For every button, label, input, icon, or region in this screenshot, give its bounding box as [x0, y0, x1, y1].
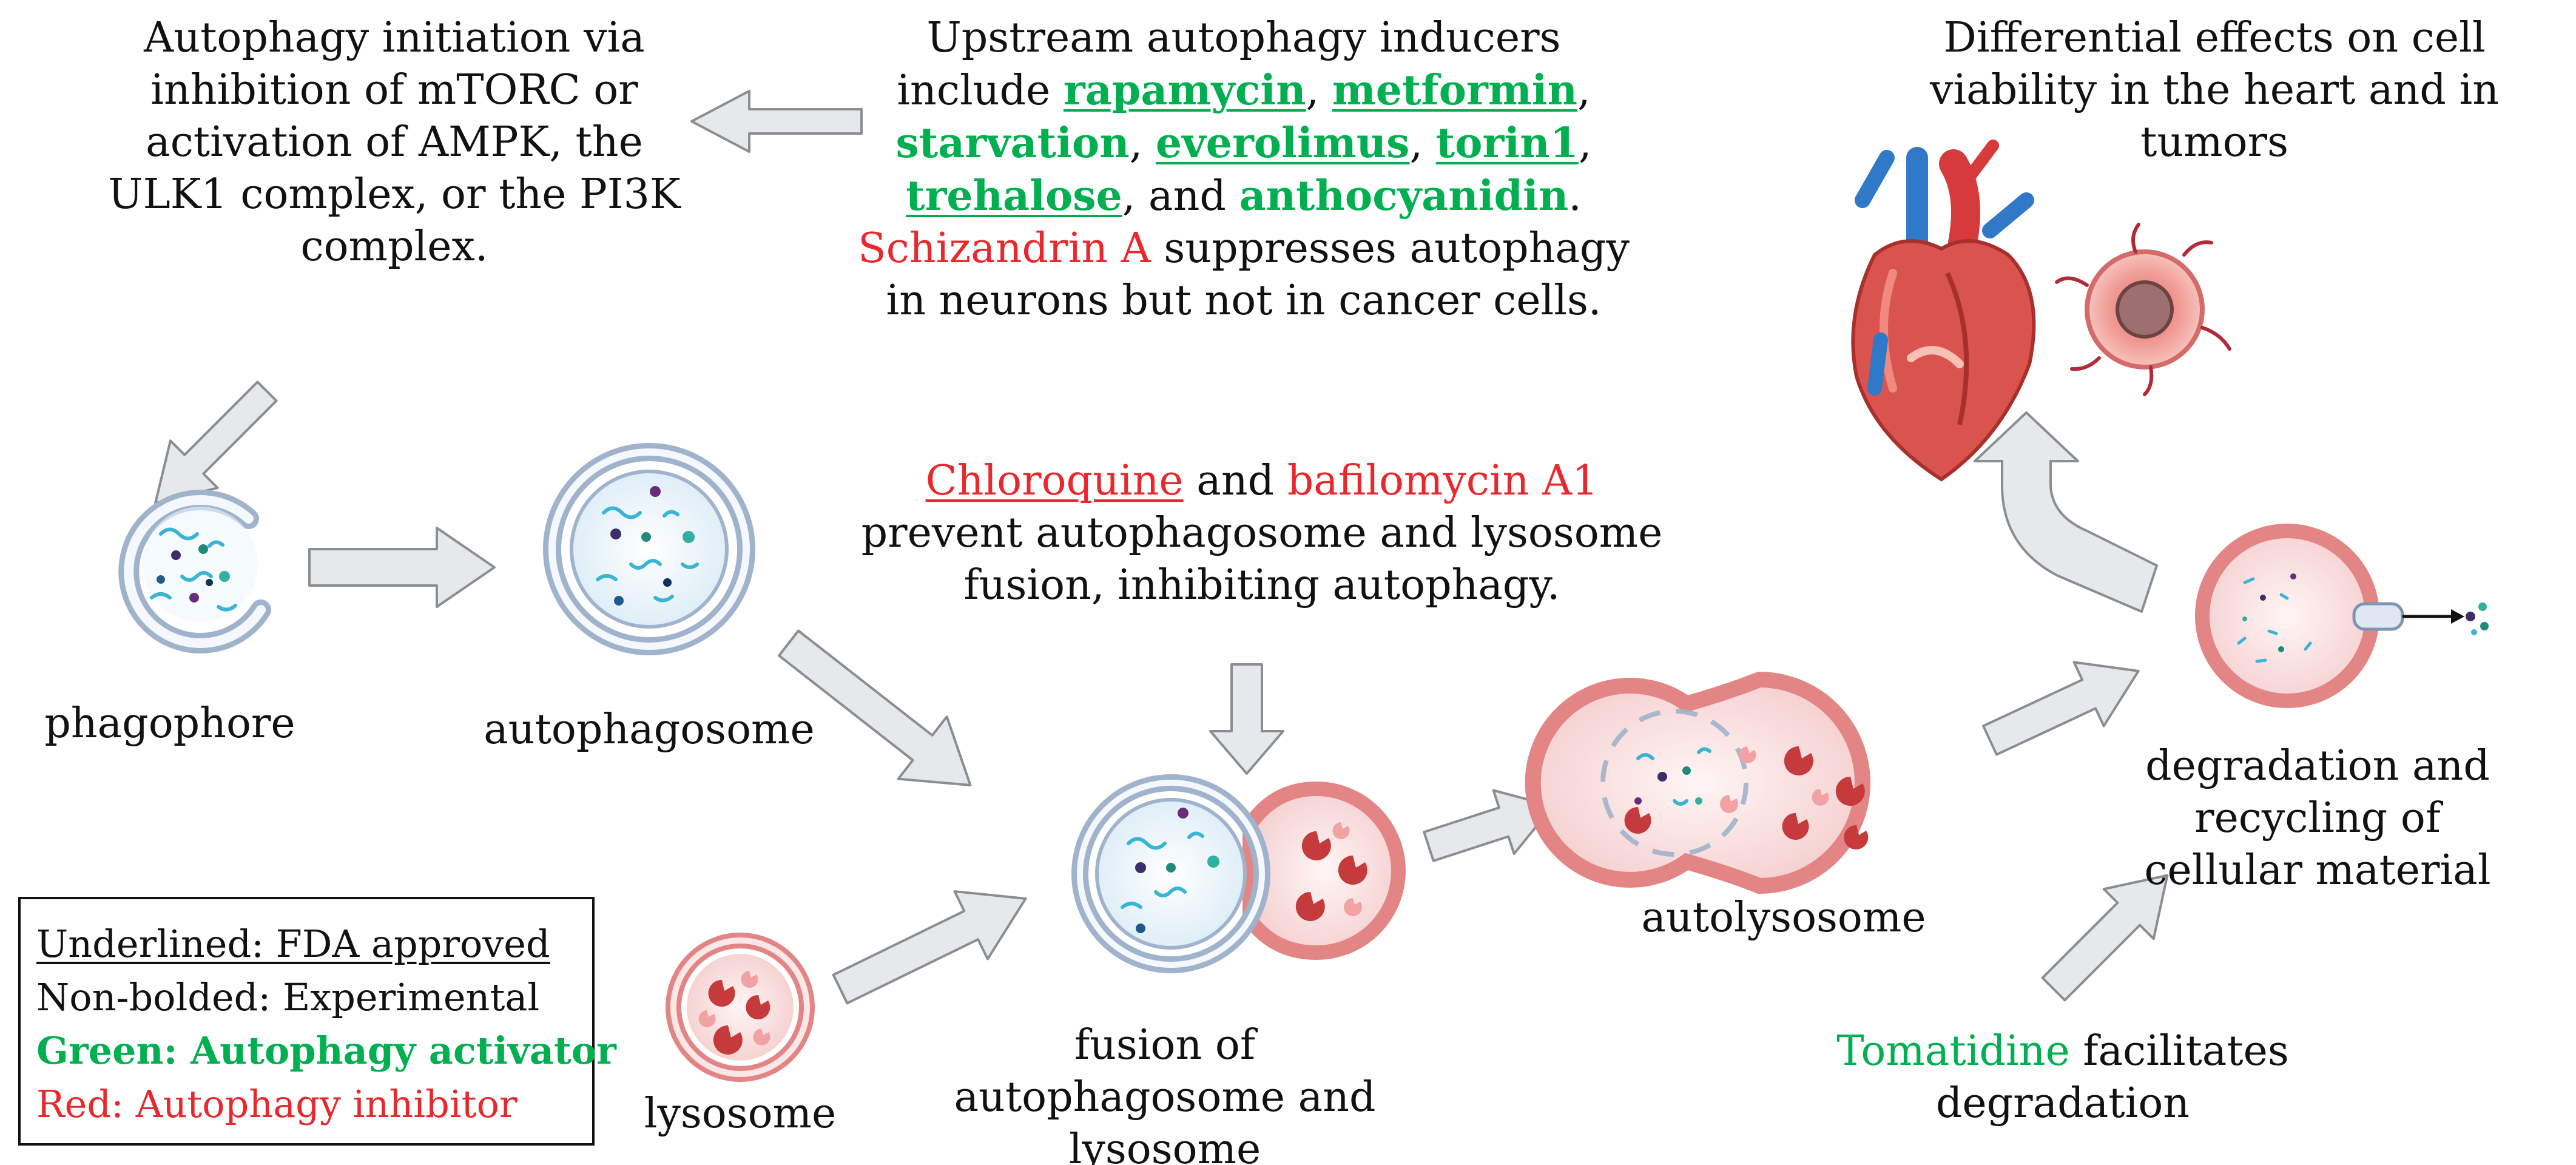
arrow-fusion-to-autolysosome [1423, 789, 1554, 862]
arrow-tomatidine-to-degradation [2041, 874, 2169, 1002]
inducers-intro: Upstream autophagy inducers include [897, 14, 1561, 115]
degradation-illustration [2195, 524, 2489, 708]
label-fusion: fusion of autophagosome and lysosome [954, 1021, 1376, 1165]
legend-red: Red: Autophagy inhibitor [36, 1082, 518, 1126]
fusion-inhibitors-text: Chloroquine and bafilomycin A1 prevent a… [861, 457, 1663, 609]
fusion-illustration [1071, 774, 1406, 973]
drug-anthocyanidin: anthocyanidin [1239, 172, 1569, 220]
autophagosome-illustration [543, 443, 755, 655]
arrow-lysosome-to-fusion [832, 890, 1027, 1005]
arrow-phagophore-to-autophagosome [308, 527, 496, 608]
drug-bafilomycin-a1: bafilomycin A1 [1287, 457, 1599, 505]
legend-nonbold: Non-bolded: Experimental [36, 975, 540, 1019]
initiation-text: Autophagy initiation via inhibition of m… [108, 14, 681, 271]
drug-metformin: metformin [1332, 66, 1578, 115]
label-autolysosome: autolysosome [1641, 894, 1926, 942]
drug-chloroquine: Chloroquine [925, 457, 1184, 505]
phagophore-illustration [118, 489, 271, 653]
label-lysosome: lysosome [644, 1090, 837, 1138]
arrow-autolysosome-to-degradation [1982, 661, 2140, 756]
drug-everolimus: everolimus [1155, 119, 1410, 167]
tumor-illustration [2055, 223, 2231, 396]
label-degradation: degradation and recycling of cellular ma… [2144, 742, 2491, 894]
arrow-chloroquine-block [1209, 663, 1284, 775]
schizandrin-effect: suppresses autophagy in neurons but not … [886, 225, 1630, 325]
label-autophagosome: autophagosome [484, 706, 815, 754]
autolysosome-illustration [1525, 671, 1870, 894]
arrow-autophagosome-to-fusion [777, 629, 972, 786]
lysosome-illustration [666, 933, 815, 1082]
drug-starvation: starvation [895, 119, 1130, 167]
fusion-block-effect: prevent autophagosome and lysosome fusio… [861, 509, 1663, 609]
arrow-inducers-to-initiation [690, 90, 863, 153]
arrow-initiation-to-phagophore [154, 380, 278, 504]
drug-tomatidine: Tomatidine [1836, 1027, 2070, 1075]
drug-schizandrin-a: Schizandrin A [858, 225, 1151, 272]
arrow-degradation-to-heart [1974, 411, 2158, 613]
tomatidine-text: Tomatidine facilitates degradation [1796, 1025, 2330, 1130]
drug-trehalose: trehalose [906, 172, 1122, 220]
heart-illustration [1851, 140, 2036, 482]
upstream-inducers-text: Upstream autophagy inducers include rapa… [858, 14, 1630, 325]
differential-effects-text: Differential effects on cell viability i… [1929, 14, 2500, 166]
drug-rapamycin: rapamycin [1063, 66, 1306, 115]
legend-green: Green: Autophagy activator [36, 1028, 616, 1073]
tomatidine-effect: facilitates degradation [1935, 1027, 2289, 1127]
legend-box: Underlined: FDA approved Non-bolded: Exp… [18, 897, 616, 1146]
drug-torin1: torin1 [1435, 119, 1579, 167]
label-phagophore: phagophore [44, 700, 295, 748]
legend-underlined: Underlined: FDA approved [36, 922, 550, 966]
